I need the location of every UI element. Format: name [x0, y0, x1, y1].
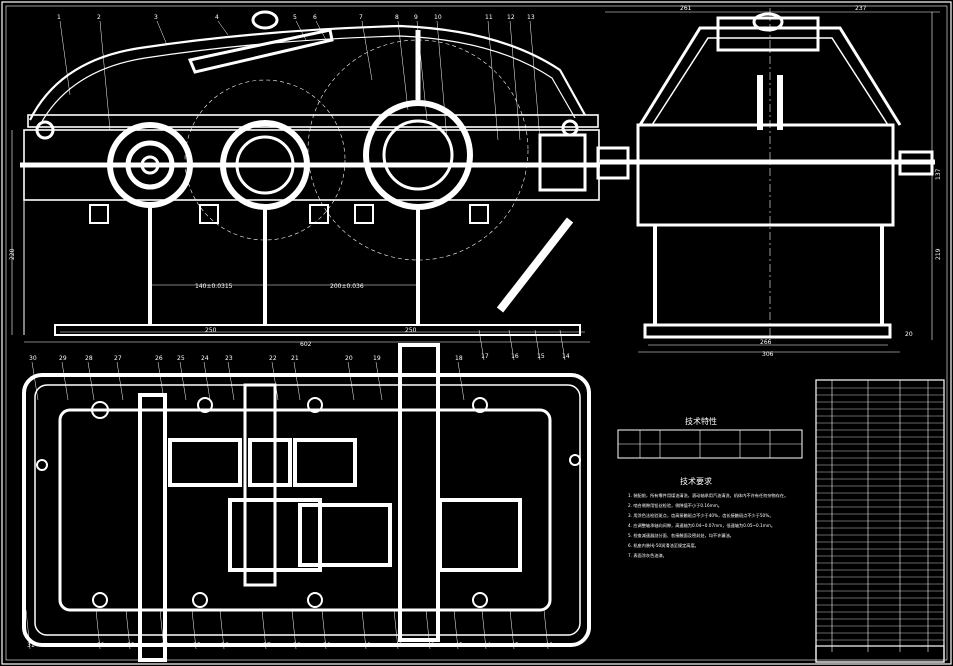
plan-label-40: 40	[363, 642, 371, 649]
part-label-6: 6	[313, 14, 317, 21]
tech-req-line: 4. 应调整轴承轴向间隙，高速轴为0.04~0.07mm，低速轴为0.05~0.…	[628, 522, 775, 529]
dim-bottom-2: 306	[762, 351, 774, 358]
part-label-17: 17	[481, 353, 489, 360]
tech-req-line: 6. 机座内装HJ-50润滑油至规定高度。	[628, 542, 699, 549]
plan-label-43: 43	[455, 642, 463, 649]
part-label-11: 11	[485, 14, 493, 21]
dim-base-1: 250	[205, 327, 217, 334]
plan-label-22: 22	[269, 355, 277, 362]
plan-label-21: 21	[291, 355, 299, 362]
part-label-16: 16	[511, 353, 519, 360]
dim-top-left: 261	[680, 5, 692, 12]
part-label-1: 1	[57, 14, 61, 21]
tech-req-line: 3. 用涂色法检验斑点，齿高接触斑点不少于40%，齿长接触斑点不少于50%。	[628, 512, 773, 519]
plan-label-26: 26	[155, 355, 163, 362]
plan-label-46: 46	[545, 642, 553, 649]
part-label-10: 10	[434, 14, 442, 21]
tech-char-title: 技术特性	[685, 416, 717, 426]
plan-label-27: 27	[114, 355, 122, 362]
plan-label-32: 32	[97, 642, 105, 649]
parts-list	[815, 379, 945, 663]
plan-label-19: 19	[373, 355, 381, 362]
plan-label-42: 42	[427, 642, 435, 649]
tech-requirements: 技术要求 1. 装配前，所有零件用煤油清洗，滚动轴承用汽油清洗，机体内不许有任何…	[628, 476, 788, 559]
dim-center-2: 200±0.036	[330, 283, 364, 290]
tech-characteristics-table: 技术特性	[617, 416, 803, 459]
part-label-2: 2	[97, 14, 101, 21]
plan-label-37: 37	[263, 642, 271, 649]
plan-view: 30 29 28 27 26 25 24 23 22 21 20 19 18 31 32 33 34 35 36 3…	[22, 343, 591, 662]
plan-label-35: 35	[193, 642, 201, 649]
dim-bottom-1: 266	[760, 339, 772, 346]
tech-req-line: 1. 装配前，所有零件用煤油清洗，滚动轴承用汽油清洗，机体内不许有任何杂物存在。	[628, 492, 788, 499]
part-label-12: 12	[507, 14, 515, 21]
tech-req-title: 技术要求	[680, 476, 712, 486]
plan-label-18: 18	[455, 355, 463, 362]
plan-label-33: 33	[127, 642, 135, 649]
tech-req-line: 7. 表面涂灰色油漆。	[628, 552, 667, 559]
dim-center-1: 140±0.0315	[195, 283, 233, 290]
plan-label-20: 20	[345, 355, 353, 362]
dim-top-right: 237	[855, 5, 867, 12]
part-label-15: 15	[537, 353, 545, 360]
side-view: 261 237 219 20 137 266 306	[596, 5, 942, 358]
plan-label-30: 30	[29, 355, 37, 362]
plan-label-38: 38	[293, 642, 301, 649]
tech-req-line: 2. 啮合侧隙用铅丝检验，侧隙值不小于0.16mm。	[628, 502, 722, 509]
part-label-5: 5	[293, 14, 297, 21]
plan-label-44: 44	[483, 642, 491, 649]
dim-right-height: 219	[935, 248, 942, 260]
plan-label-39: 39	[323, 642, 331, 649]
plan-label-36: 36	[221, 642, 229, 649]
plan-label-28: 28	[85, 355, 93, 362]
plan-label-31: 31	[27, 642, 35, 649]
part-label-9: 9	[414, 14, 418, 21]
part-label-7: 7	[359, 14, 363, 21]
dim-base-2: 250	[405, 327, 417, 334]
part-label-14: 14	[562, 353, 570, 360]
part-label-13: 13	[527, 14, 535, 21]
dim-overall: 602	[300, 341, 312, 348]
dim-right-small-2: 20	[905, 331, 913, 338]
plan-label-24: 24	[201, 355, 209, 362]
plan-label-25: 25	[177, 355, 185, 362]
tech-req-line: 5. 检查减速器剖分面、各接触面及密封处，均不许漏油。	[628, 532, 734, 539]
plan-label-34: 34	[161, 642, 169, 649]
part-label-3: 3	[154, 14, 158, 21]
plan-label-29: 29	[59, 355, 67, 362]
part-label-8: 8	[395, 14, 399, 21]
plan-label-45: 45	[511, 642, 519, 649]
plan-label-41: 41	[395, 642, 403, 649]
dim-right-small: 137	[935, 168, 942, 180]
dim-height: 220	[9, 248, 16, 260]
plan-label-23: 23	[225, 355, 233, 362]
part-label-4: 4	[215, 14, 219, 21]
